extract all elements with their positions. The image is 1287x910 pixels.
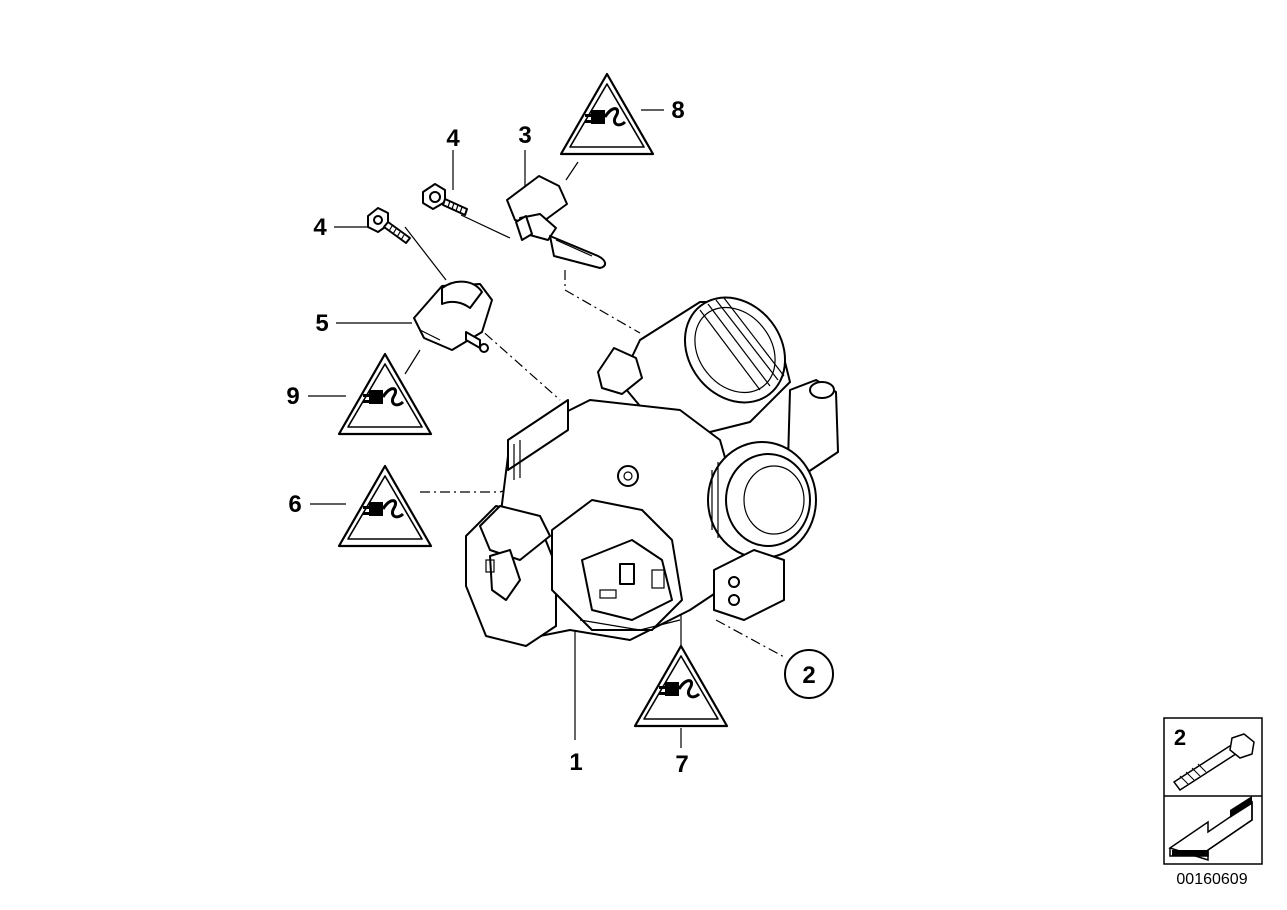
callout-2: 2: [802, 662, 815, 689]
callout-labels: 8 3 4 4 5 9 6 2 1 7: [286, 97, 815, 778]
throttle-housing-part-1: [465, 296, 839, 647]
callout-4-upper: 4: [446, 125, 460, 152]
direction-arrow-icon: [1168, 796, 1253, 862]
callout-3: 3: [518, 122, 531, 149]
connector-warning-icon-7: [633, 644, 729, 728]
callout-9: 9: [286, 383, 299, 410]
pressure-sensor-part-5: [413, 280, 493, 353]
callout-4-lower: 4: [313, 214, 327, 241]
legend-box: 2: [1163, 717, 1263, 865]
legend-number: 2: [1174, 725, 1186, 750]
callout-5: 5: [315, 310, 328, 337]
connector-warning-icon-6: [337, 464, 433, 548]
bolt-part-4-lower: [367, 207, 411, 244]
bolt-icon: [1172, 733, 1255, 792]
callout-1: 1: [569, 749, 582, 776]
document-number: 00160609: [1176, 871, 1247, 888]
callout-circle-2: [784, 649, 834, 699]
callout-6: 6: [288, 491, 301, 518]
connector-warning-icon-9: [337, 352, 433, 436]
callout-7: 7: [675, 751, 688, 778]
bolt-part-4-upper: [422, 183, 468, 216]
callout-8: 8: [671, 97, 684, 124]
temperature-sensor-part-3: [506, 175, 606, 269]
connector-warning-icon-8: [559, 72, 655, 156]
